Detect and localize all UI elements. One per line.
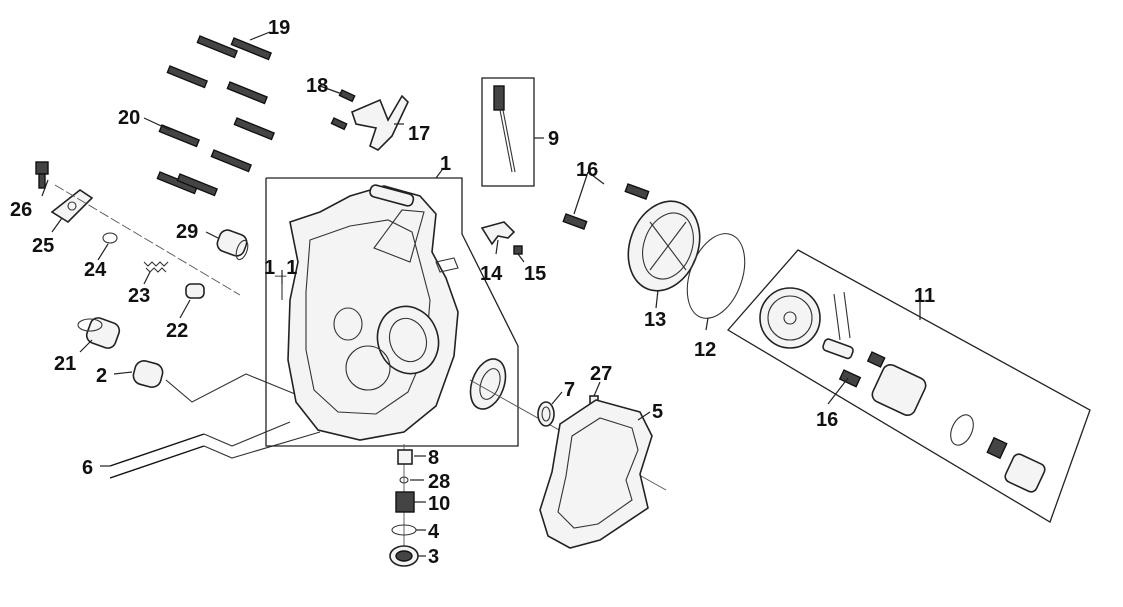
bushing-2 [132,360,164,388]
callout-1_1: 1_1 [264,257,297,279]
spring-28 [399,476,409,484]
callout-5: 5 [652,401,663,423]
oil-pump-gear [759,287,821,349]
plunger-22 [185,283,205,299]
callout-4: 4 [428,521,440,543]
callout-10: 10 [428,493,450,515]
callout-18: 18 [306,75,328,97]
filter-21 [77,317,121,349]
callout-3: 3 [428,546,439,568]
callout-16-upper: 16 [576,159,598,181]
callout-9: 9 [548,128,559,150]
callout-23: 23 [128,285,150,307]
callout-17: 17 [408,123,430,145]
callout-labels: 1 1_1 2 3 4 5 6 7 8 9 10 11 12 13 14 15 … [10,17,935,568]
spring-23 [143,261,169,273]
callout-22: 22 [166,320,188,342]
washer-24 [102,232,118,244]
callout-14: 14 [480,263,503,285]
callout-21: 21 [54,353,76,375]
callout-26: 26 [10,199,32,221]
callout-11: 11 [914,285,935,307]
bolts-16-upper [562,183,650,230]
bracket-17 [330,89,409,151]
callout-16-lower: 16 [816,409,838,431]
drain-plug-3 [389,545,419,567]
oil-seal-7 [537,401,555,427]
callout-27: 27 [590,363,612,385]
callout-29: 29 [176,221,198,243]
callout-12: 12 [694,339,716,361]
callout-13: 13 [644,309,666,331]
callout-2: 2 [96,365,107,387]
bolt-16-lower [838,351,886,388]
callout-7: 7 [564,379,575,401]
oil-pump-body [871,363,1046,493]
crankcase-frame [265,177,519,447]
studs-6 [109,433,205,479]
bolt-26 [35,161,49,189]
leader-lines [41,31,921,557]
shaft-axis-left [54,184,241,296]
callout-25: 25 [32,235,54,257]
callout-1: 1 [440,153,451,175]
callout-8: 8 [428,447,439,469]
callout-15: 15 [524,263,546,285]
bracket-14 [480,221,523,255]
crankcase-half [287,184,459,441]
callout-20: 20 [118,107,140,129]
callout-19: 19 [268,17,290,39]
callout-6: 6 [82,457,93,479]
stud-guidelines [165,373,321,459]
oil-pump-pins [822,291,854,360]
filter-screen-10 [395,491,415,513]
cylinder-29 [216,229,249,261]
dipstick-frame [481,77,535,187]
oil-pump-cover-13 [627,200,701,292]
gasket-12 [686,233,746,319]
side-cover-5 [539,399,653,549]
seal-ring-part [469,358,507,410]
oil-pump-frame [726,249,1091,523]
bracket-plate-25 [50,189,94,224]
dipstick-9 [493,85,516,173]
callout-28: 28 [428,471,450,493]
drain-bolt-8 [397,449,413,465]
crankcase-bolts [156,35,275,197]
callout-24: 24 [84,259,107,281]
